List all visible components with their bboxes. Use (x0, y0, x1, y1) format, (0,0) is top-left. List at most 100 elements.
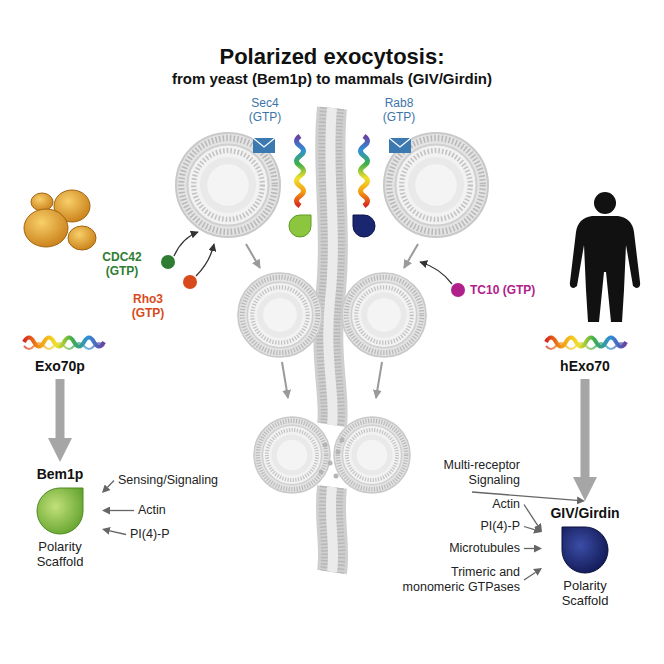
transition-arrow (56, 379, 65, 438)
cargo-dot (334, 474, 339, 479)
node-text: Multi-receptor Signaling (424, 458, 520, 488)
cargo-dot (323, 443, 328, 448)
fusing-vesicle (334, 417, 410, 493)
fusing-vesicle (254, 417, 330, 493)
gtpase-dot (451, 283, 465, 297)
input-arrow (524, 505, 538, 526)
input-arrow (524, 527, 534, 530)
vesicle (176, 133, 280, 237)
cargo-dot (319, 470, 324, 475)
input-signal: Trimeric and monomeric GTPases (395, 565, 520, 595)
sec4-icon (253, 138, 275, 153)
human-head (594, 192, 616, 214)
plasma-membrane (328, 108, 333, 572)
input-arrow (108, 481, 114, 488)
input-arrow (110, 531, 126, 535)
membrane-lipids (331, 487, 333, 572)
polarity-scaffold: Bem1pPolarity Scaffold (22, 466, 98, 569)
membrane-lipids (328, 108, 333, 425)
gtpase-label: Rab8 (GTP) (375, 96, 423, 124)
subtitle: from yeast (Bem1p) to mammals (GIV/Girdi… (0, 70, 664, 88)
cargo-dot (336, 450, 341, 455)
membrane-band (328, 108, 333, 425)
input-signal: Sensing/Signaling (118, 473, 218, 488)
gtpase-label: Sec4 (GTP) (241, 96, 289, 124)
node-text: PI(4)-P (130, 527, 170, 542)
gtpase-icon-fold (253, 138, 275, 147)
scaffold-name: Bem1p (22, 466, 98, 483)
membrane-core (331, 487, 333, 572)
activation-arrow (174, 232, 198, 256)
scaffold-drop-shape (562, 527, 608, 573)
input-signal: Actin (492, 497, 520, 512)
scaffold-drop-shape (37, 488, 83, 534)
node-text: Microtubules (449, 541, 520, 556)
yeast-cell (68, 226, 96, 250)
polarity-scaffold: GIV/GirdinPolarity Scaffold (546, 505, 624, 608)
gtpase-icon-fold (389, 138, 411, 147)
flow-arrow (246, 244, 260, 268)
transition-arrow (581, 379, 590, 477)
scaffold-drop (559, 524, 611, 576)
rab8-icon (389, 138, 411, 153)
bem1p-drop (289, 215, 311, 237)
flow-arrow (282, 362, 288, 398)
gtpase-label: Rho3 (GTP) (125, 292, 171, 320)
activation-arrow (420, 262, 452, 284)
membrane-band (331, 487, 333, 572)
protein-label: Exo70p (15, 358, 105, 375)
vesicle (342, 273, 426, 357)
node-text: Actin (138, 503, 166, 518)
node-text: Actin (492, 497, 520, 512)
input-signal: PI(4)-P (130, 527, 170, 542)
input-signal: Microtubules (449, 541, 520, 556)
gtpase-icon (253, 138, 275, 153)
gtpase-dot (183, 275, 197, 289)
node-text: PI(4)-P (480, 519, 520, 534)
exocyst-ribbon (361, 136, 368, 206)
gtpase-label: TC10 (GTP) (470, 283, 535, 297)
yeast-cells (24, 190, 96, 250)
input-arrow (110, 510, 134, 511)
flow-arrows (246, 244, 418, 398)
node-text: hExo70 (546, 358, 624, 375)
giv-drop (353, 215, 375, 237)
exocyst-ribbon (297, 136, 304, 206)
node-text: Trimeric and monomeric GTPases (395, 565, 520, 595)
flow-arrow (404, 244, 418, 268)
membrane-core (328, 108, 333, 425)
activation-arrow (196, 244, 214, 276)
hexo70-ribbon (546, 343, 626, 349)
input-arrow (524, 572, 535, 580)
node-text: Exo70p (15, 358, 105, 375)
scaffold-role: Polarity Scaffold (546, 578, 624, 608)
yeast-cell (31, 193, 53, 211)
input-signal: PI(4)-P (480, 519, 520, 534)
scaffold-name: GIV/Girdin (546, 505, 624, 522)
input-signal: Multi-receptor Signaling (424, 458, 520, 488)
vesicle (384, 133, 488, 237)
title: Polarized exocytosis: (0, 44, 664, 70)
human-silhouette (570, 192, 640, 322)
gtpase-icon (389, 138, 411, 153)
scaffold-drop (34, 485, 86, 537)
activation-arrows (174, 232, 452, 284)
yeast-cell (24, 209, 68, 247)
cargo-dot (328, 461, 333, 466)
protein-label: hExo70 (546, 358, 624, 375)
vesicle (238, 273, 322, 357)
input-signal: Actin (138, 503, 166, 518)
input-arrow (472, 492, 577, 500)
node-text: Sensing/Signaling (118, 473, 218, 488)
input-arrow (524, 548, 534, 549)
gtpase-label: CDC42 (GTP) (96, 250, 148, 278)
human-body (570, 216, 640, 322)
exo70p-ribbon (24, 343, 104, 349)
gtpase-dot (161, 255, 175, 269)
scaffold-role: Polarity Scaffold (22, 539, 98, 569)
flow-arrow (376, 362, 382, 398)
cargo-dot (340, 438, 345, 443)
